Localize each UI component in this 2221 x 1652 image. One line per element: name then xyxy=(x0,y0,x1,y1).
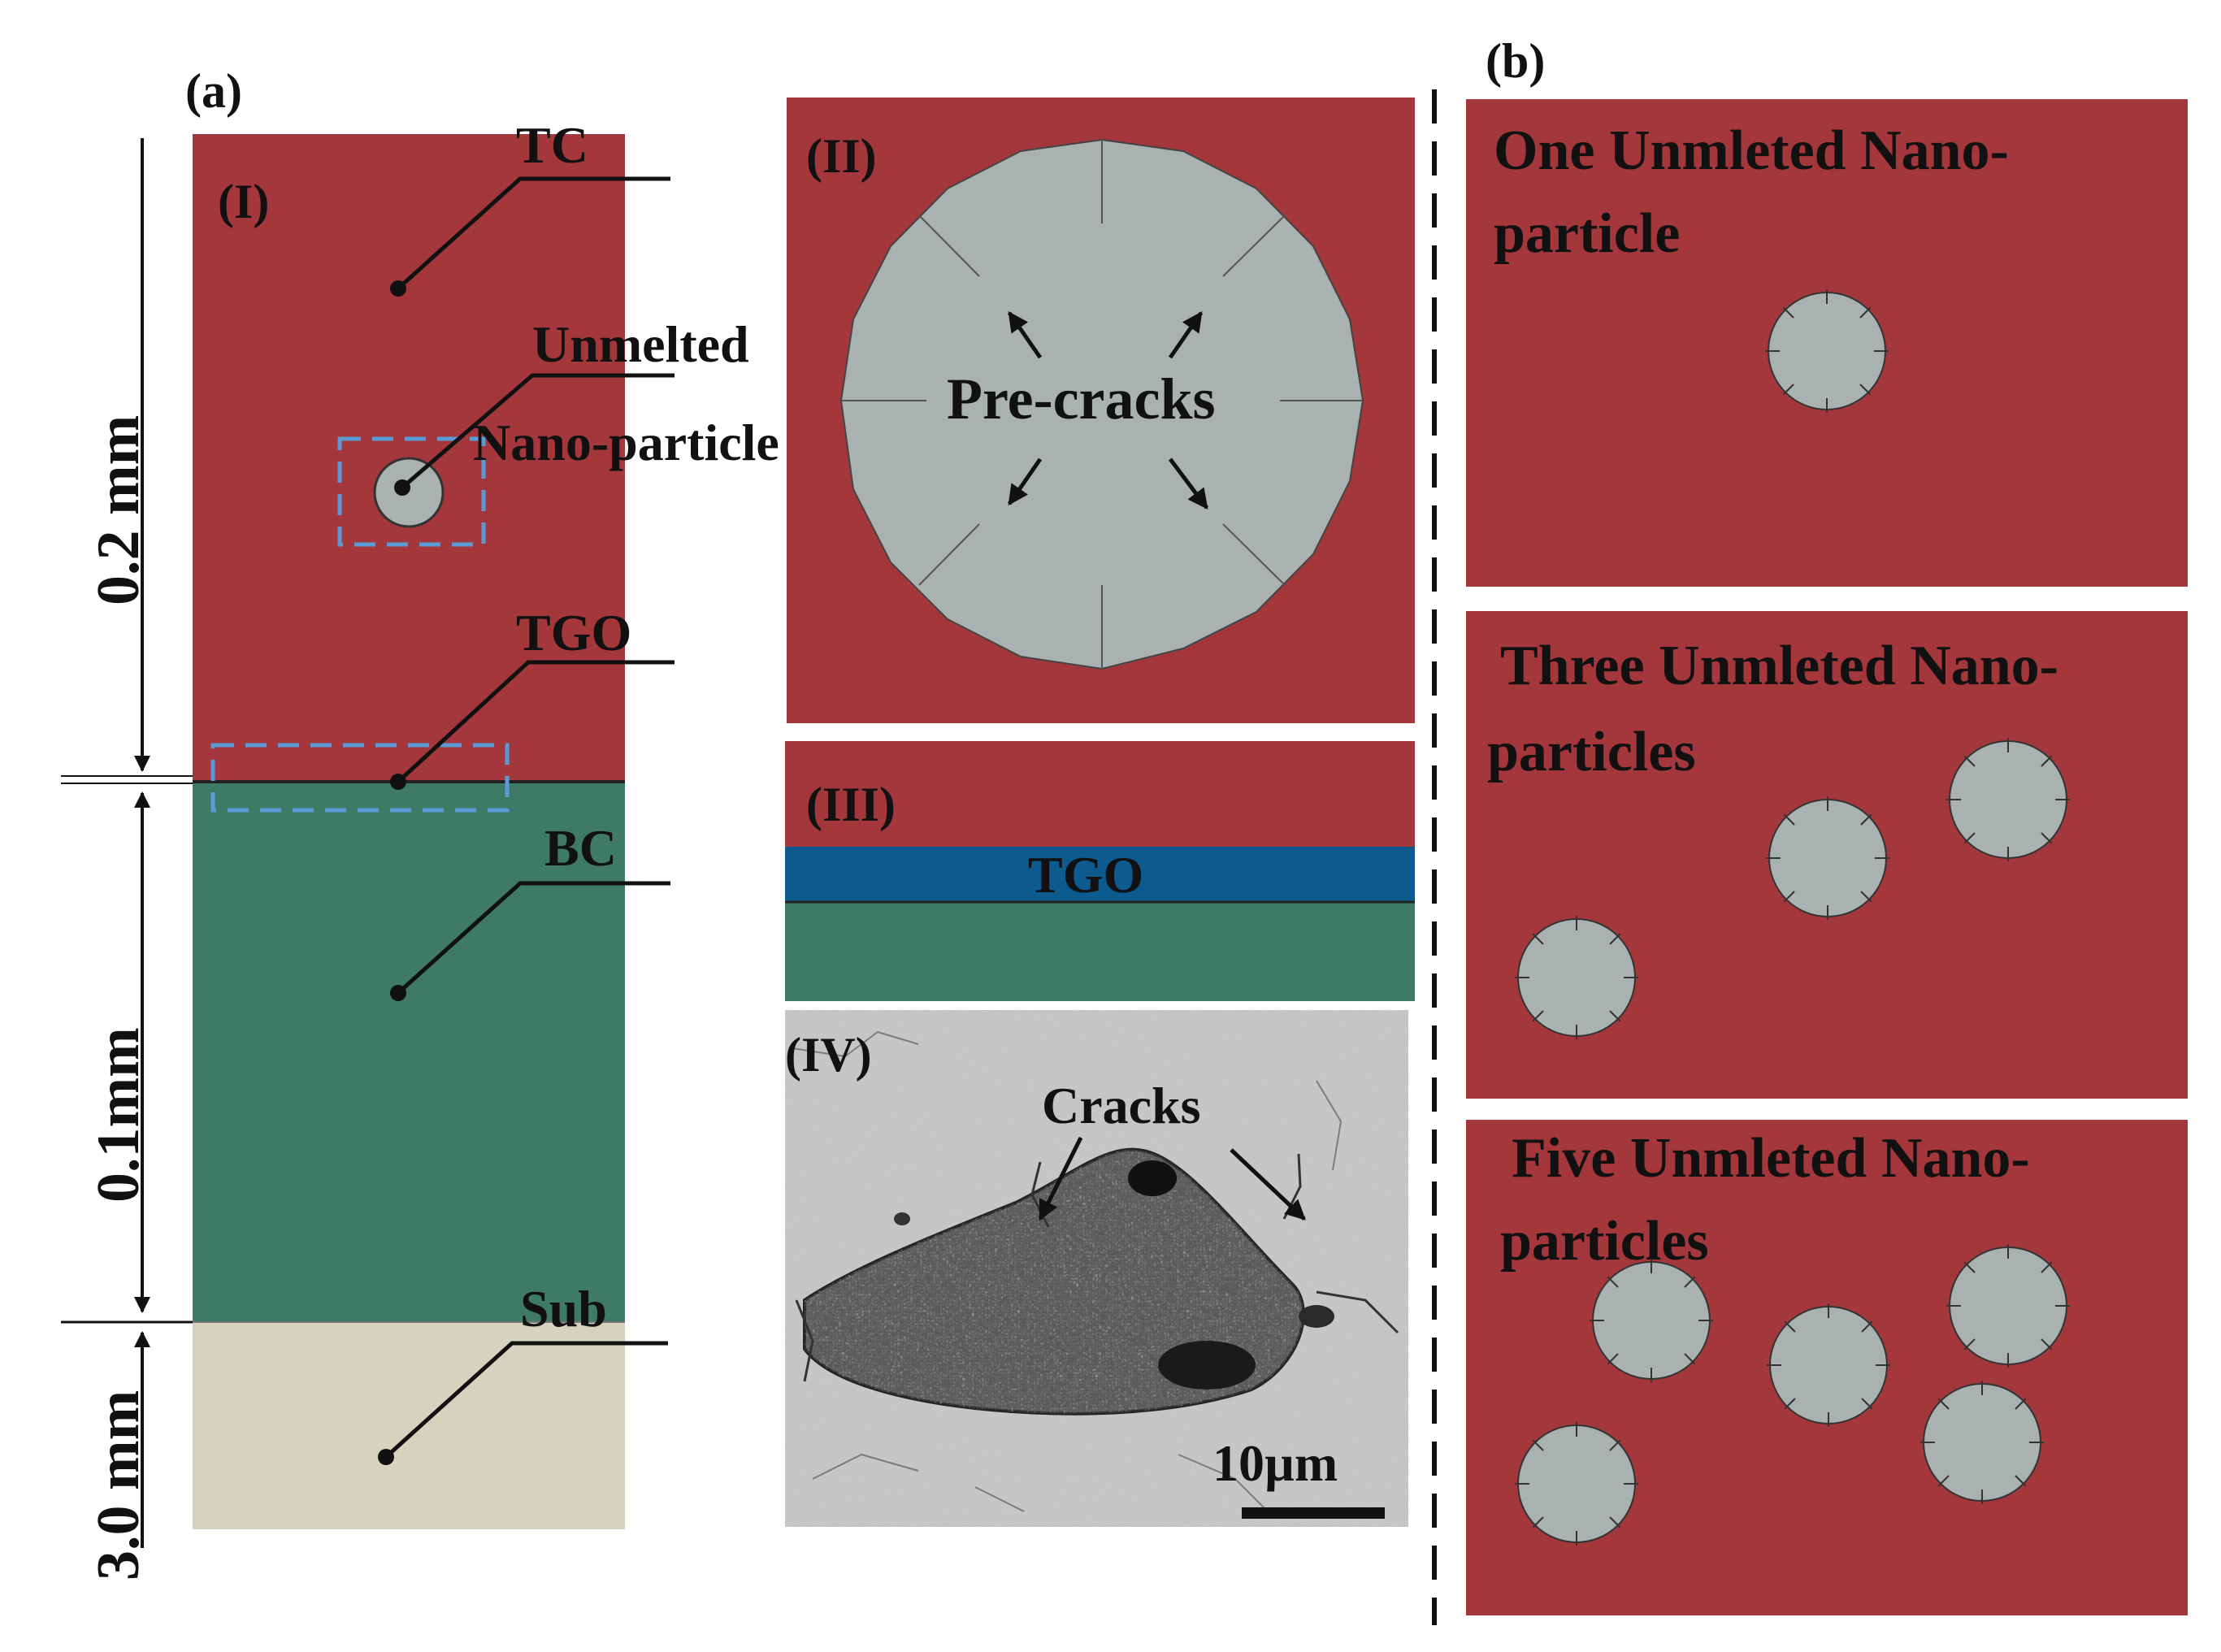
precrack-tick xyxy=(1684,1276,1696,1288)
tgo-label: TGO xyxy=(516,604,631,661)
tc-thickness: 0.2 mm xyxy=(85,415,152,605)
precrack-tick xyxy=(2041,832,2053,844)
nanoparticle xyxy=(1766,796,1889,920)
precrack-tick xyxy=(1860,813,1872,826)
cracks-label: Cracks xyxy=(1042,1077,1201,1134)
nanoparticle xyxy=(1590,1259,1713,1382)
precrack-tick xyxy=(1532,1516,1544,1528)
sub-label-III: (III) xyxy=(806,778,896,831)
precrack-tick xyxy=(1861,1398,1873,1410)
precracks-label: Pre-cracks xyxy=(947,366,1216,431)
sub-label: Sub xyxy=(520,1280,607,1338)
precrack-tick xyxy=(1963,755,1976,767)
case-three-title-line2: particles xyxy=(1487,721,1696,783)
precrack-tick xyxy=(1937,1398,1950,1410)
bc-label: BC xyxy=(544,819,617,877)
panel-b-label: (b) xyxy=(1486,34,1545,88)
case-one-particle: One Unmleted Nano- particle xyxy=(1466,99,2188,587)
nanoparticle xyxy=(1767,1303,1890,1427)
panel-a-label: (a) xyxy=(185,64,242,118)
precrack-tick xyxy=(1609,1516,1621,1528)
precrack-tick xyxy=(2041,755,2053,767)
case-three-particles: Three Unmleted Nano- particles xyxy=(1466,611,2188,1099)
precrack-tick xyxy=(1609,1439,1621,1451)
precrack-tick xyxy=(1860,891,1872,903)
nanoparticle xyxy=(1515,916,1638,1039)
substrate-layer xyxy=(193,1322,625,1529)
case-five-particles: Five Unmleted Nano- particles xyxy=(1466,1120,2188,1615)
sub-thickness: 3.0 mm xyxy=(85,1390,152,1580)
interface-zoom-bc xyxy=(785,902,1415,1001)
precrack-tick xyxy=(1607,1276,1619,1288)
unmelted-label-line1: Unmelted xyxy=(532,315,749,373)
precrack-tick xyxy=(1532,933,1544,945)
unmelted-label-line2: Nano-particle xyxy=(473,414,779,471)
sem-micrograph xyxy=(785,1010,1408,1527)
precrack-tick xyxy=(1783,813,1795,826)
sub-label-I: (I) xyxy=(218,175,269,228)
leader-lines xyxy=(384,176,675,1459)
sub-label-II: (II) xyxy=(806,129,877,183)
precrack-tick xyxy=(1963,1261,1976,1273)
particle-highlight-box xyxy=(337,436,486,547)
precrack-tick xyxy=(1532,1439,1544,1451)
sub-label-IV: (IV) xyxy=(785,1028,872,1082)
tc-label: TC xyxy=(516,116,588,174)
precrack-tick xyxy=(1783,891,1795,903)
precrack-tick xyxy=(1609,1010,1621,1022)
precrack-tick xyxy=(1937,1475,1950,1487)
scale-bar-label: 10µm xyxy=(1212,1434,1338,1492)
precrack-tick xyxy=(2015,1475,2027,1487)
precrack-tick xyxy=(1609,933,1621,945)
precrack-tick xyxy=(2015,1398,2027,1410)
case-five-title-line2: particles xyxy=(1500,1210,1709,1273)
precrack-tick xyxy=(2041,1261,2053,1273)
tgo-highlight-box xyxy=(210,743,510,813)
precrack-tick xyxy=(1607,1353,1619,1365)
precrack-tick xyxy=(1859,384,1872,396)
nanoparticle xyxy=(1920,1381,2044,1504)
precrack-tick xyxy=(1782,384,1794,396)
precrack-arrows xyxy=(1007,310,1208,509)
precrack-tick xyxy=(1963,1338,1976,1351)
case-one-title-line1: One Unmleted Nano- xyxy=(1494,119,2009,182)
nanoparticle xyxy=(1946,1244,2070,1368)
precrack-tick xyxy=(1963,832,1976,844)
precrack-lines xyxy=(841,140,1363,669)
dimension-lines xyxy=(61,138,193,1548)
interface-zoom-tc xyxy=(785,741,1415,847)
case-five-title-line1: Five Unmleted Nano- xyxy=(1512,1127,2030,1190)
crack-arrows xyxy=(1038,1136,1306,1221)
precrack-tick xyxy=(1684,1353,1696,1365)
precrack-tick xyxy=(1784,1398,1796,1410)
leader-dots xyxy=(378,280,410,1465)
tgo-band-label: TGO xyxy=(1028,846,1143,904)
precrack-tick xyxy=(1784,1320,1796,1333)
nanoparticle xyxy=(1515,1422,1638,1546)
precrack-tick xyxy=(1782,306,1794,319)
scale-bar xyxy=(1242,1507,1385,1519)
nanoparticle xyxy=(1946,738,2070,861)
bc-thickness: 0.1mm xyxy=(85,1027,152,1203)
interface-zoom-tgo xyxy=(785,847,1415,902)
bc-layer xyxy=(193,782,625,1322)
nanoparticle xyxy=(1765,289,1889,413)
precrack-tick xyxy=(1861,1320,1873,1333)
precrack-tick xyxy=(1859,306,1872,319)
precrack-tick xyxy=(1532,1010,1544,1022)
case-one-title-line2: particle xyxy=(1494,202,1680,265)
case-three-title-line1: Three Unmleted Nano- xyxy=(1500,635,2058,697)
precrack-tick xyxy=(2041,1338,2053,1351)
